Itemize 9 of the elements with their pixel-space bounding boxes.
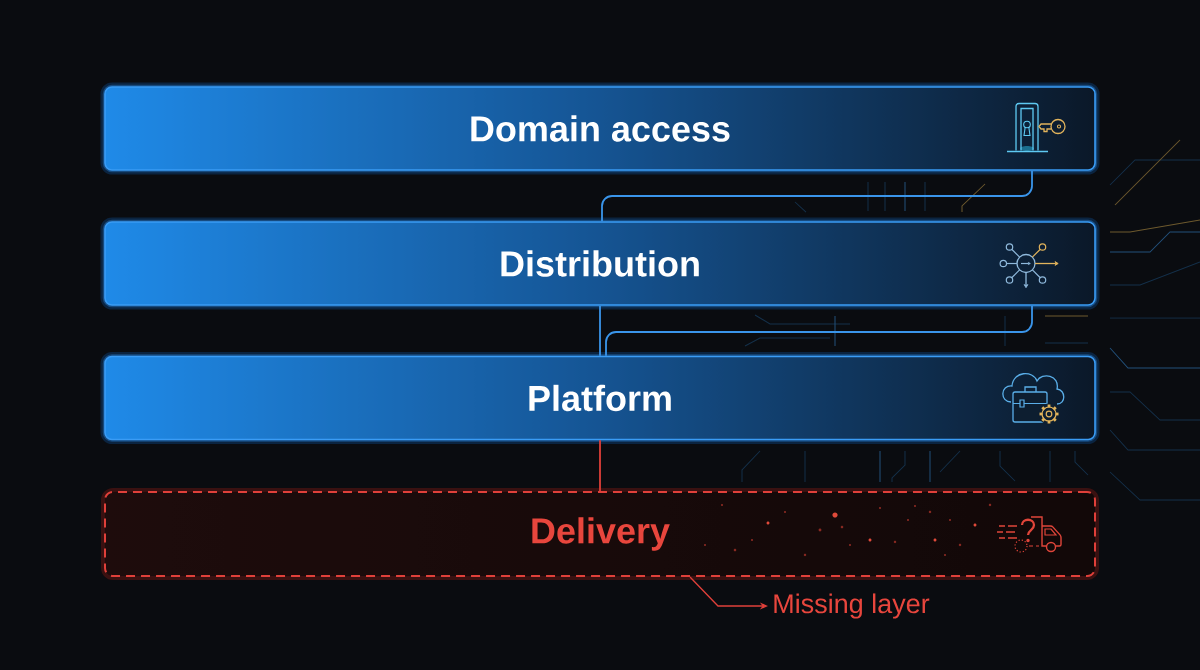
layer-box: Platform <box>100 352 1100 444</box>
callout-text: Missing layer <box>774 593 930 619</box>
connector-line <box>605 304 1033 357</box>
connector-line <box>601 169 1033 223</box>
layer-box: Domain access <box>100 82 1100 175</box>
connector-line <box>599 439 601 492</box>
layer-box: Distribution <box>100 217 1100 310</box>
connector-line <box>599 304 601 357</box>
dashed-layer-box: Delivery <box>101 488 1099 580</box>
